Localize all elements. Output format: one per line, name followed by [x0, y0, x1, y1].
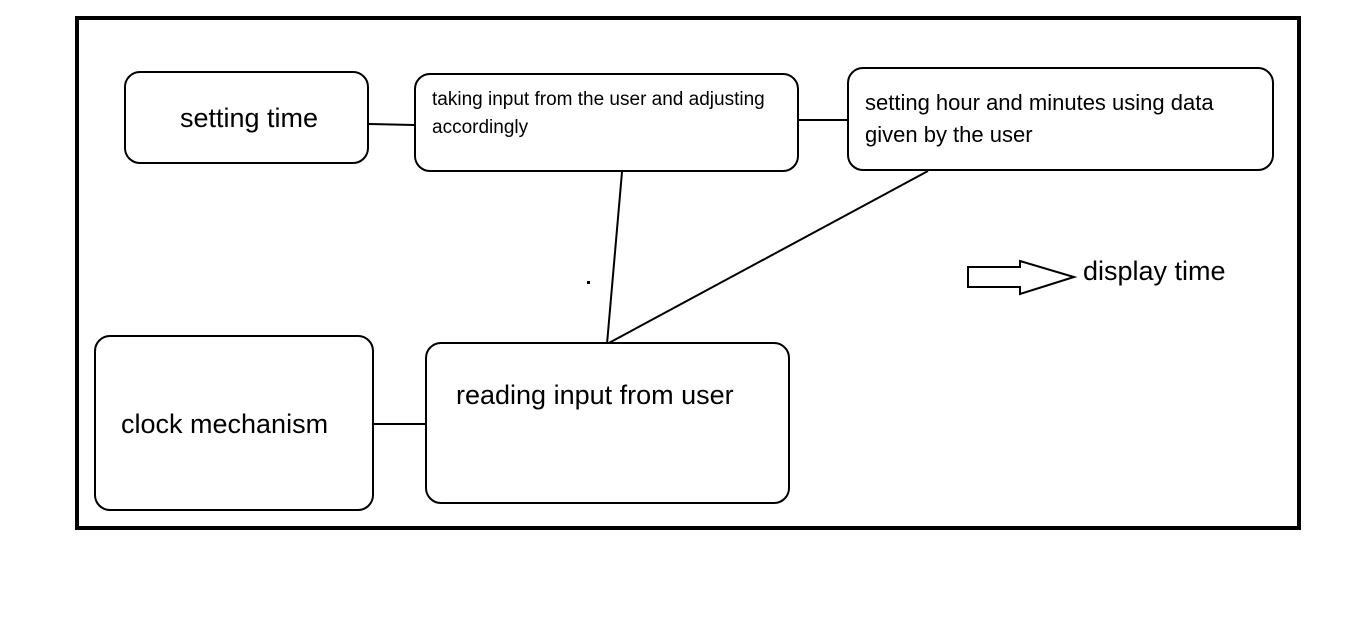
clock-mechanism-label: clock mechanism: [121, 409, 329, 439]
taking-input-box: taking input from the user and adjusting…: [414, 73, 799, 172]
setting-hour-box: setting hour and minutes using data give…: [847, 67, 1274, 171]
connector-setting-time-to-taking-input: [368, 123, 415, 126]
setting-hour-label: setting hour and minutes using data give…: [865, 90, 1214, 147]
taking-input-label: taking input from the user and adjusting…: [432, 89, 765, 138]
diagram-frame: [75, 16, 1301, 530]
display-time-label: display time: [1083, 256, 1226, 286]
stray-dot: [587, 281, 590, 284]
setting-time-box: setting time: [124, 71, 369, 164]
connector-setting-hour-to-reading-input: [606, 170, 929, 345]
reading-input-box: reading input from user: [425, 342, 790, 504]
right-arrow-icon: [967, 259, 1078, 296]
connector-taking-input-to-reading-input: [606, 171, 623, 345]
clock-mechanism-box: clock mechanism: [94, 335, 374, 511]
setting-time-label: setting time: [180, 103, 319, 133]
reading-input-label: reading input from user: [456, 380, 734, 410]
